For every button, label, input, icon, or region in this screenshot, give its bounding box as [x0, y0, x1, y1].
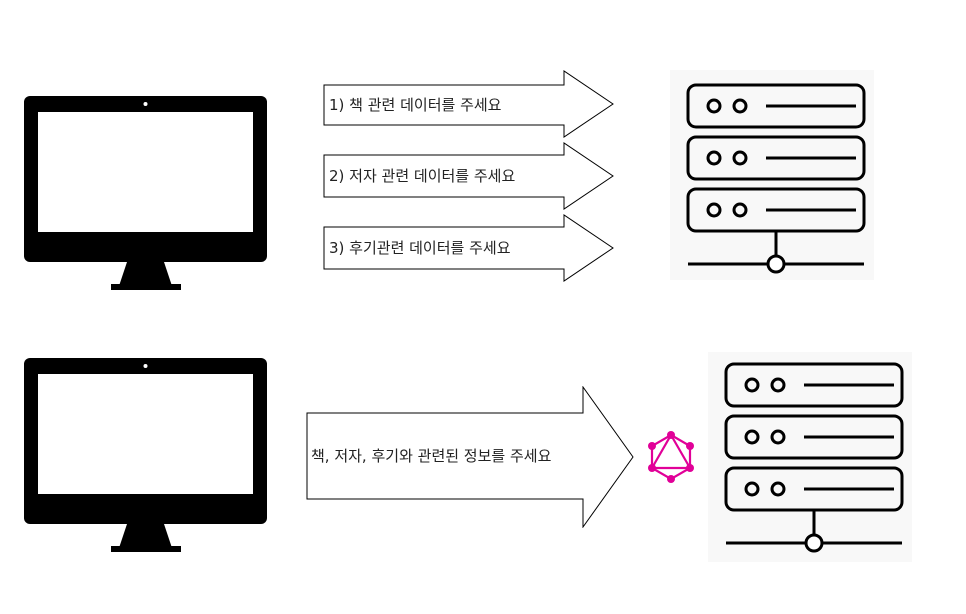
- request-label-3: 3) 후기관련 데이터를 주세요: [329, 239, 511, 257]
- request-label-1: 1) 책 관련 데이터를 주세요: [329, 96, 502, 114]
- server-bottom: [708, 352, 912, 562]
- graphql-request-arrow: 책, 저자, 후기와 관련된 정보를 주세요: [306, 386, 636, 528]
- graphql-request-label: 책, 저자, 후기와 관련된 정보를 주세요: [311, 447, 552, 465]
- computer-monitor-icon: [24, 358, 267, 552]
- server-top: [670, 70, 874, 280]
- client-computer-bottom: [24, 358, 267, 554]
- request-arrow-1: 1) 책 관련 데이터를 주세요: [323, 70, 615, 138]
- server-rack-icon: [708, 352, 912, 562]
- computer-monitor-icon: [24, 96, 267, 290]
- request-arrow-3: 3) 후기관련 데이터를 주세요: [323, 214, 615, 282]
- graphql-logo: [644, 430, 698, 484]
- server-rack-icon: [670, 70, 874, 280]
- client-computer-top: [24, 96, 267, 292]
- request-arrow-2: 2) 저자 관련 데이터를 주세요: [323, 142, 615, 210]
- request-label-2: 2) 저자 관련 데이터를 주세요: [329, 167, 516, 185]
- graphql-logo-icon: [648, 431, 694, 483]
